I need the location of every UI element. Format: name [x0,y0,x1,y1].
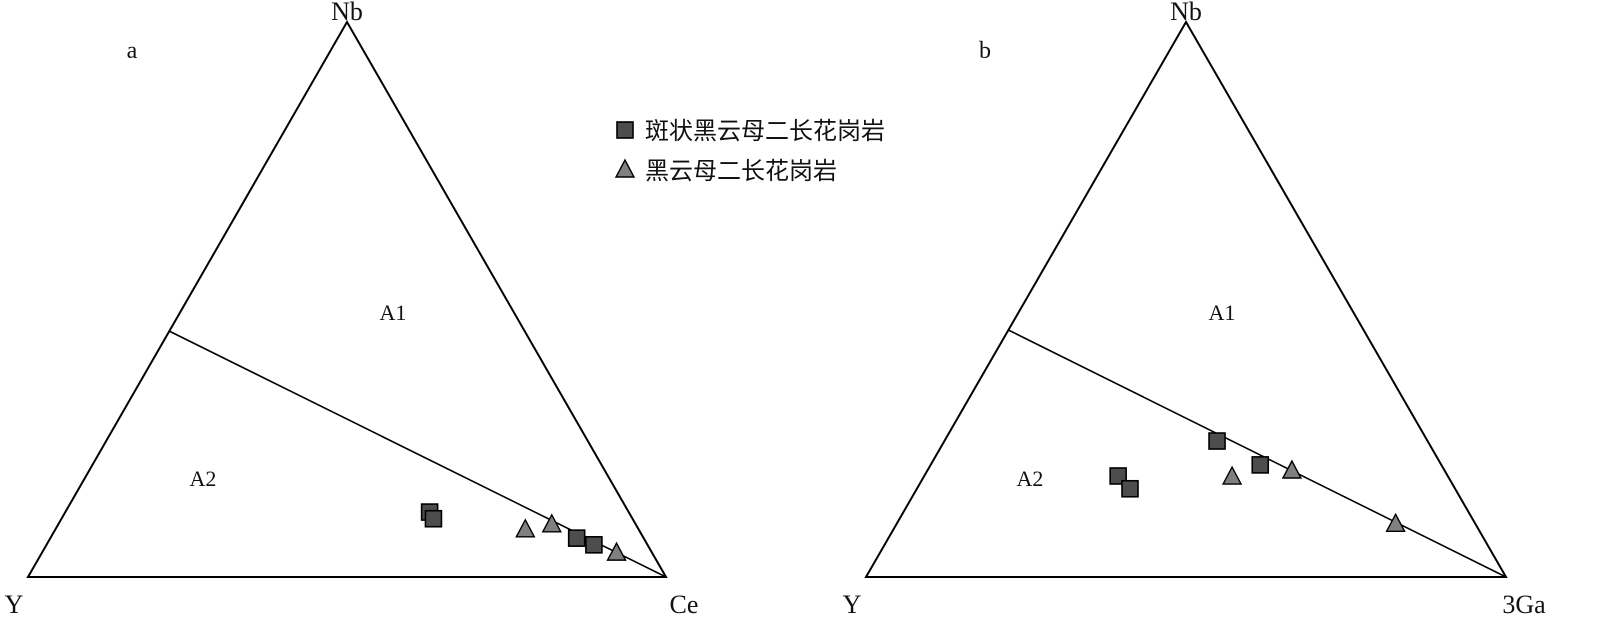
triangle-frame [26,19,668,578]
data-point-square [424,509,443,528]
data-point-square [585,536,603,554]
apex-label-right: 3Ga [1502,590,1546,619]
field-label-a2: A2 [1017,466,1044,491]
data-point-triangle [1385,512,1406,532]
legend-label: 黑云母二长花岗岩 [645,158,837,185]
legend-marker-square [616,121,634,139]
field-label-a1: A1 [380,300,407,325]
data-point-square [567,529,586,547]
data-point-triangle [606,541,627,561]
field-boundary-line [1008,329,1507,578]
panel-label: b [979,38,991,64]
field-label-a2: A2 [190,466,217,491]
data-point-square [1251,456,1270,474]
data-point-triangle [1281,459,1303,479]
triangle-frame [864,19,1508,578]
data-point-square [1121,479,1139,498]
data-point-triangle [541,513,562,533]
data-point-triangle [515,518,536,538]
data-point-triangle [1221,465,1243,485]
apex-label-left: Y [843,590,862,619]
apex-label-left: Y [5,590,24,619]
panel-label: a [127,38,138,64]
apex-label-top: Nb [1170,0,1202,26]
legend-label: 斑状黑云母二长花岗岩 [645,118,885,145]
legend-marker-triangle [614,158,636,178]
data-point-square [1208,432,1226,450]
apex-label-top: Nb [331,0,363,26]
field-label-a1: A1 [1209,300,1236,325]
apex-label-right: Ce [670,590,699,619]
